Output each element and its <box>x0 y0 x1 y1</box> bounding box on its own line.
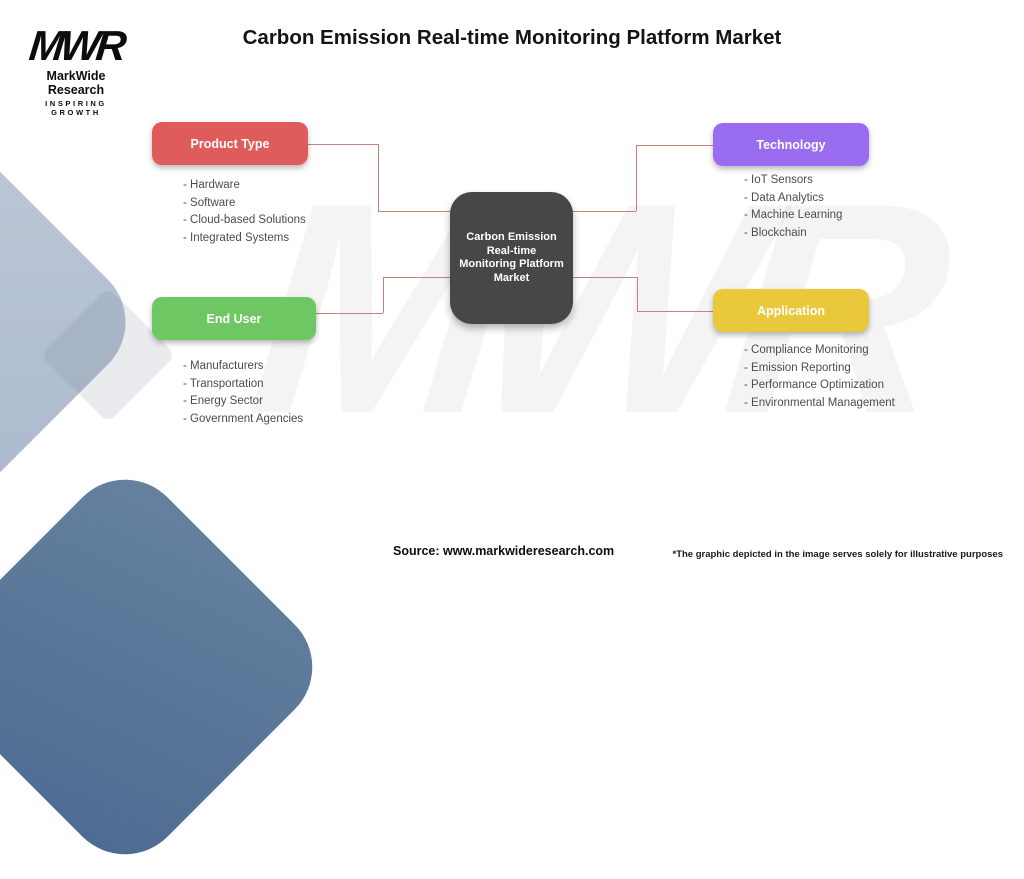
technology-items: - IoT Sensors - Data Analytics - Machine… <box>744 172 842 242</box>
connector-product-type-segment <box>378 144 379 211</box>
category-label: Product Type <box>190 136 270 151</box>
connector-technology-segment <box>571 211 636 212</box>
list-item: - Government Agencies <box>183 412 304 425</box>
connector-product-type-segment <box>378 211 452 212</box>
list-item: - IoT Sensors <box>744 174 813 186</box>
connector-product-type-segment <box>307 144 378 145</box>
source-text: Source: www.markwideresearch.com <box>393 544 615 558</box>
category-box-technology: Technology <box>713 123 869 166</box>
category-box-application: Application <box>713 289 869 332</box>
central-node-line: Market <box>493 271 530 284</box>
list-item: - Hardware <box>183 179 240 191</box>
list-item: - Integrated Systems <box>183 231 290 244</box>
application-items: - Compliance Monitoring - Emission Repor… <box>744 342 895 412</box>
list-item: - Emission Reporting <box>744 361 851 374</box>
connector-end-user-segment <box>383 277 452 278</box>
connector-end-user-segment <box>316 313 383 314</box>
category-label: Application <box>756 303 826 318</box>
list-item: - Data Analytics <box>744 191 824 204</box>
central-node-line: Real-time <box>486 244 537 257</box>
logo-name: MarkWide Research <box>46 69 106 97</box>
list-item: - Performance Optimization <box>744 379 884 392</box>
central-market-node: Carbon Emission Real-time Monitoring Pla… <box>450 192 573 324</box>
list-item: - Transportation <box>183 377 264 390</box>
end-user-items: - Manufacturers - Transportation - Energ… <box>183 358 303 428</box>
list-item: - Blockchain <box>744 226 807 239</box>
list-item: - Software <box>183 196 236 209</box>
list-item: - Manufacturers <box>183 360 264 372</box>
connector-end-user-segment <box>383 277 384 313</box>
disclaimer-text: *The graphic depicted in the image serve… <box>672 549 1004 560</box>
watermark-logo: MWR <box>239 140 935 476</box>
markwide-logo: MWR MarkWide Research INSPIRING GROWTH <box>20 22 132 117</box>
connector-application-segment <box>637 277 638 311</box>
product-type-items: - Hardware - Software - Cloud-based Solu… <box>183 177 306 247</box>
connector-technology-segment <box>636 145 713 146</box>
category-label: End User <box>206 311 262 326</box>
connector-application-segment <box>571 277 637 278</box>
central-node-line: Monitoring Platform <box>459 258 564 270</box>
page-title: Carbon Emission Real-time Monitoring Pla… <box>242 26 782 49</box>
background-diamond-dark <box>0 454 338 879</box>
list-item: - Cloud-based Solutions <box>183 214 306 227</box>
connector-application-segment <box>637 311 713 312</box>
category-box-end-user: End User <box>152 297 316 340</box>
list-item: - Machine Learning <box>744 209 843 222</box>
category-box-product-type: Product Type <box>152 122 308 165</box>
connector-technology-segment <box>636 145 637 211</box>
central-node-line: Carbon Emission <box>466 231 557 243</box>
list-item: - Energy Sector <box>183 395 263 408</box>
list-item: - Compliance Monitoring <box>744 344 869 356</box>
list-item: - Environmental Management <box>744 396 895 409</box>
category-label: Technology <box>756 137 826 152</box>
logo-tagline: INSPIRING GROWTH <box>45 99 107 117</box>
